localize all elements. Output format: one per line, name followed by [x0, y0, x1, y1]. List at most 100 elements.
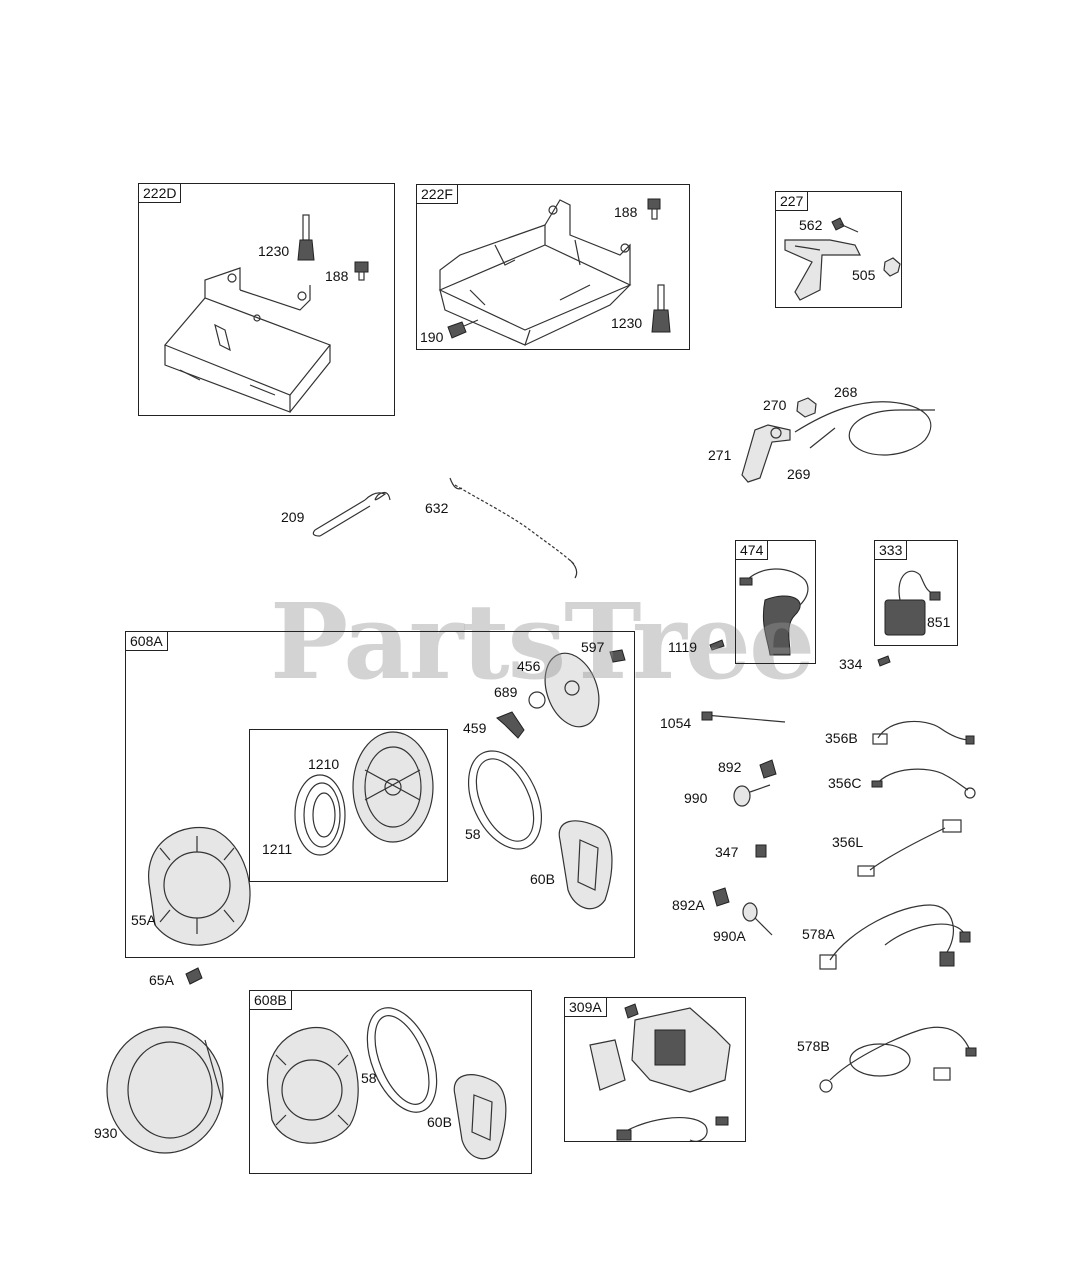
part-label-356c[interactable]: 356C [828, 775, 862, 791]
base-plate-222f-drawing [438, 199, 632, 346]
part-label-632[interactable]: 632 [425, 500, 449, 516]
screw-309a-drawing [624, 1003, 639, 1019]
screw-65a-drawing [185, 967, 203, 985]
part-label-268[interactable]: 268 [834, 384, 858, 400]
ring-689-drawing [528, 691, 546, 709]
part-label-562[interactable]: 562 [799, 217, 823, 233]
part-label-60b-a[interactable]: 60B [530, 871, 555, 887]
chain-632-drawing [449, 477, 578, 579]
tie-1054-drawing [701, 711, 786, 723]
part-label-271[interactable]: 271 [708, 447, 732, 463]
part-label-1210[interactable]: 1210 [308, 756, 340, 772]
part-label-597[interactable]: 597 [581, 639, 605, 655]
part-label-58-b[interactable]: 58 [361, 1070, 377, 1086]
group-tag-227: 227 [775, 191, 809, 211]
part-label-269[interactable]: 269 [787, 466, 811, 482]
part-label-578a[interactable]: 578A [802, 926, 835, 942]
part-label-689[interactable]: 689 [494, 684, 518, 700]
group-box-608a-inner [249, 729, 448, 882]
screw-334-drawing [877, 655, 891, 667]
part-label-930[interactable]: 930 [94, 1125, 118, 1141]
rope-58-a-drawing [468, 750, 542, 850]
part-label-65a[interactable]: 65A [149, 972, 174, 988]
part-label-1230-a[interactable]: 1230 [258, 243, 290, 259]
nut-505-drawing [883, 257, 901, 277]
plate-456-drawing [544, 652, 600, 728]
bolt-188-a-drawing [354, 261, 369, 281]
pawl-459-drawing [496, 711, 525, 739]
harness-578a-drawing [819, 904, 971, 970]
switch-892a-drawing [712, 887, 730, 907]
group-box-309a [564, 997, 746, 1142]
part-label-347[interactable]: 347 [715, 844, 739, 860]
pulley-1210-drawing [352, 731, 434, 843]
part-label-188-a[interactable]: 188 [325, 268, 349, 284]
group-tag-608b: 608B [249, 990, 292, 1010]
handle-60b-b-drawing [453, 1074, 507, 1160]
part-label-209[interactable]: 209 [281, 509, 305, 525]
group-tag-474: 474 [735, 540, 769, 560]
part-label-456[interactable]: 456 [517, 658, 541, 674]
bolt-188-b-drawing [647, 198, 661, 220]
part-label-990[interactable]: 990 [684, 790, 708, 806]
part-label-505[interactable]: 505 [852, 267, 876, 283]
part-label-356b[interactable]: 356B [825, 730, 858, 746]
screw-562-drawing [831, 217, 859, 233]
part-label-892[interactable]: 892 [718, 759, 742, 775]
screw-597-drawing [609, 649, 626, 663]
stud-1230-a-drawing [297, 214, 315, 261]
harness-356b-drawing [872, 720, 975, 745]
part-label-1119[interactable]: 1119 [668, 639, 698, 655]
group-tag-222d: 222D [138, 183, 182, 203]
screw-1119-drawing [709, 639, 725, 651]
base-plate-222d-drawing [164, 267, 331, 413]
module-333-drawing [884, 570, 941, 636]
part-label-892a[interactable]: 892A [672, 897, 705, 913]
ignition-474-drawing [739, 568, 809, 656]
part-label-990a[interactable]: 990A [713, 928, 746, 944]
key-990-drawing [733, 784, 771, 807]
nut-270-drawing [796, 397, 817, 418]
part-label-851[interactable]: 851 [927, 614, 951, 630]
stud-1230-b-drawing [651, 284, 671, 333]
watermark: PartsTree [270, 580, 815, 703]
part-label-190[interactable]: 190 [420, 329, 444, 345]
spring-209-drawing [312, 491, 391, 537]
spring-1211-drawing [294, 774, 346, 856]
group-box-222d [138, 183, 395, 416]
bracket-271-drawing [741, 424, 791, 483]
part-label-270[interactable]: 270 [763, 397, 787, 413]
group-box-333 [874, 540, 958, 646]
part-label-60b-b[interactable]: 60B [427, 1114, 452, 1130]
bolt-190-drawing [447, 319, 479, 339]
group-tag-333: 333 [874, 540, 908, 560]
part-label-334[interactable]: 334 [839, 656, 863, 672]
handle-60b-a-drawing [558, 820, 613, 910]
terminal-347-drawing [755, 844, 767, 858]
part-label-356l[interactable]: 356L [832, 834, 864, 850]
cover-608b-drawing [266, 1026, 359, 1144]
group-box-222f [416, 184, 690, 350]
group-tag-309a: 309A [564, 997, 607, 1017]
starter-309a-drawing [589, 1007, 731, 1142]
lever-227-drawing [784, 239, 861, 301]
rope-58-b-drawing [366, 1007, 438, 1113]
cover-55a-drawing [148, 826, 251, 946]
part-label-188-b[interactable]: 188 [614, 204, 638, 220]
part-label-55a[interactable]: 55A [131, 912, 156, 928]
key-990a-drawing [742, 902, 773, 936]
part-label-1211[interactable]: 1211 [262, 841, 293, 857]
group-tag-222f: 222F [416, 184, 458, 204]
cable-268-drawing [794, 401, 935, 456]
part-label-459[interactable]: 459 [463, 720, 487, 736]
shroud-930-drawing [106, 1026, 224, 1154]
group-box-474 [735, 540, 816, 664]
switch-892-drawing [759, 759, 777, 779]
part-label-58-a[interactable]: 58 [465, 826, 481, 842]
part-label-578b[interactable]: 578B [797, 1038, 830, 1054]
part-label-1054[interactable]: 1054 [660, 715, 692, 731]
part-label-1230-b[interactable]: 1230 [611, 315, 643, 331]
harness-578b-drawing [819, 1026, 977, 1093]
harness-356l-drawing [857, 819, 962, 877]
